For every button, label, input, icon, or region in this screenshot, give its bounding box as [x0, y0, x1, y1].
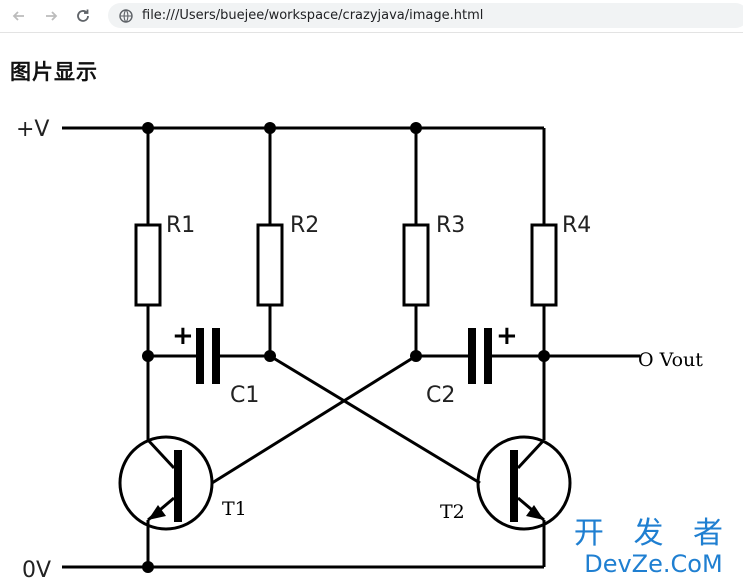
- reload-button[interactable]: [70, 3, 96, 29]
- browser-toolbar: file:///Users/buejee/workspace/crazyjava…: [0, 0, 743, 33]
- resistor-r1-label: R1: [166, 213, 195, 238]
- page-title: 图片显示: [10, 60, 98, 84]
- capacitor-c1-label: C1: [230, 383, 259, 408]
- reload-icon: [77, 9, 89, 22]
- watermark-en: DevZe.CoM: [584, 550, 723, 578]
- circuit-diagram-image: +V 0V R1 R2 R3 R4 C1 C2 + + O Vout T1 T2: [16, 117, 703, 581]
- r2-body: [256, 223, 284, 307]
- resistor-r4-label: R4: [562, 213, 591, 238]
- transistor-t1-label: T1: [222, 498, 247, 520]
- r3-body: [402, 223, 430, 307]
- url-text: file:///Users/buejee/workspace/crazyjava…: [142, 8, 484, 23]
- r4-body: [530, 223, 558, 307]
- back-button[interactable]: [6, 3, 32, 29]
- arrow-right-icon: [46, 11, 58, 21]
- globe-icon: [118, 8, 134, 24]
- c2-plate-right: [484, 328, 492, 384]
- address-bar[interactable]: file:///Users/buejee/workspace/crazyjava…: [108, 3, 743, 28]
- watermark: 开 发 者 DevZe.CoM: [573, 516, 733, 578]
- supply-label: +V: [16, 117, 49, 142]
- c2-plus-sign: +: [496, 321, 518, 351]
- forward-button[interactable]: [38, 3, 64, 29]
- c1-plate-right: [212, 328, 220, 384]
- capacitor-c2-label: C2: [426, 383, 455, 408]
- arrow-left-icon: [12, 11, 24, 21]
- transistor-t2-label: T2: [440, 501, 465, 523]
- resistor-r2-label: R2: [290, 213, 319, 238]
- c2-plate-left: [468, 328, 476, 384]
- output-label: O Vout: [638, 349, 703, 371]
- ground-label: 0V: [22, 558, 51, 581]
- watermark-cn: 开 发 者: [573, 516, 733, 551]
- c1-plate-left: [196, 328, 204, 384]
- r1-body: [134, 223, 162, 307]
- resistor-r3-label: R3: [436, 213, 465, 238]
- c1-plus-sign: +: [172, 321, 194, 351]
